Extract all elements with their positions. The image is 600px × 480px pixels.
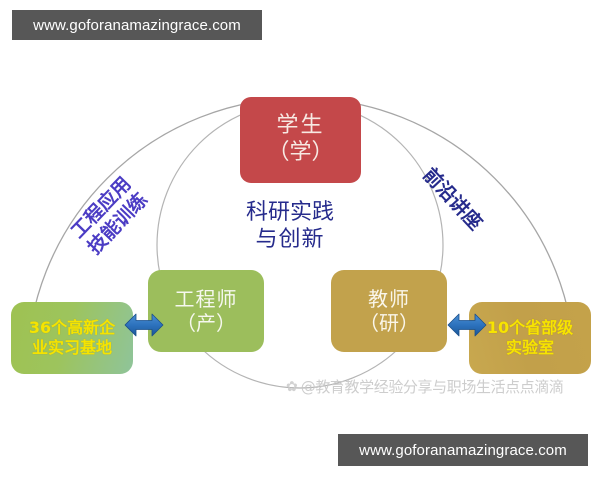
node-engineer-subtitle: （产）	[176, 311, 236, 335]
watermark-url-bottom-right-text: www.goforanamazingrace.com	[359, 441, 567, 459]
node-laboratories-line2: 实验室	[505, 338, 554, 357]
center-label-line2: 与创新	[255, 226, 325, 252]
node-student-subtitle: （学）	[267, 140, 334, 165]
center-label-line1: 科研实践	[246, 200, 335, 225]
watermark-url-top-left: www.goforanamazingrace.com	[12, 10, 262, 40]
node-engineer-title: 工程师	[174, 286, 238, 311]
node-internship-bases-line1: 36个高新企	[28, 317, 116, 337]
watermark-account: ✿ @教育教学经验分享与职场生活点点滴滴	[286, 376, 564, 397]
watermark-url-bottom-right: www.goforanamazingrace.com	[338, 434, 588, 466]
node-laboratories[interactable]: 10个省部级 实验室	[469, 302, 591, 374]
node-student-title: 学生	[276, 113, 325, 139]
node-internship-bases[interactable]: 36个高新企 业实习基地	[11, 302, 133, 374]
double-arrow-icon-left	[124, 313, 164, 337]
arc-label-left: 工程应用 技能训练	[67, 173, 153, 260]
node-internship-bases-line2: 业实习基地	[31, 338, 112, 357]
node-teacher[interactable]: 教师 （研）	[331, 270, 447, 352]
arc-label-right: 前沿讲座	[418, 163, 487, 235]
watermark-url-top-left-text: www.goforanamazingrace.com	[33, 16, 241, 34]
double-arrow-icon-right	[447, 313, 487, 337]
center-label: 科研实践 与创新	[246, 200, 334, 254]
watermark-account-text: @教育教学经验分享与职场生活点点滴滴	[300, 378, 564, 396]
flower-icon: ✿	[286, 378, 298, 395]
node-laboratories-line1: 10个省部级	[486, 317, 574, 337]
arc-label-right-line1: 前沿讲座	[418, 163, 487, 235]
node-engineer[interactable]: 工程师 （产）	[148, 270, 264, 352]
node-student[interactable]: 学生 （学）	[240, 97, 361, 183]
node-teacher-title: 教师	[368, 286, 410, 311]
node-teacher-subtitle: （研）	[359, 311, 419, 335]
